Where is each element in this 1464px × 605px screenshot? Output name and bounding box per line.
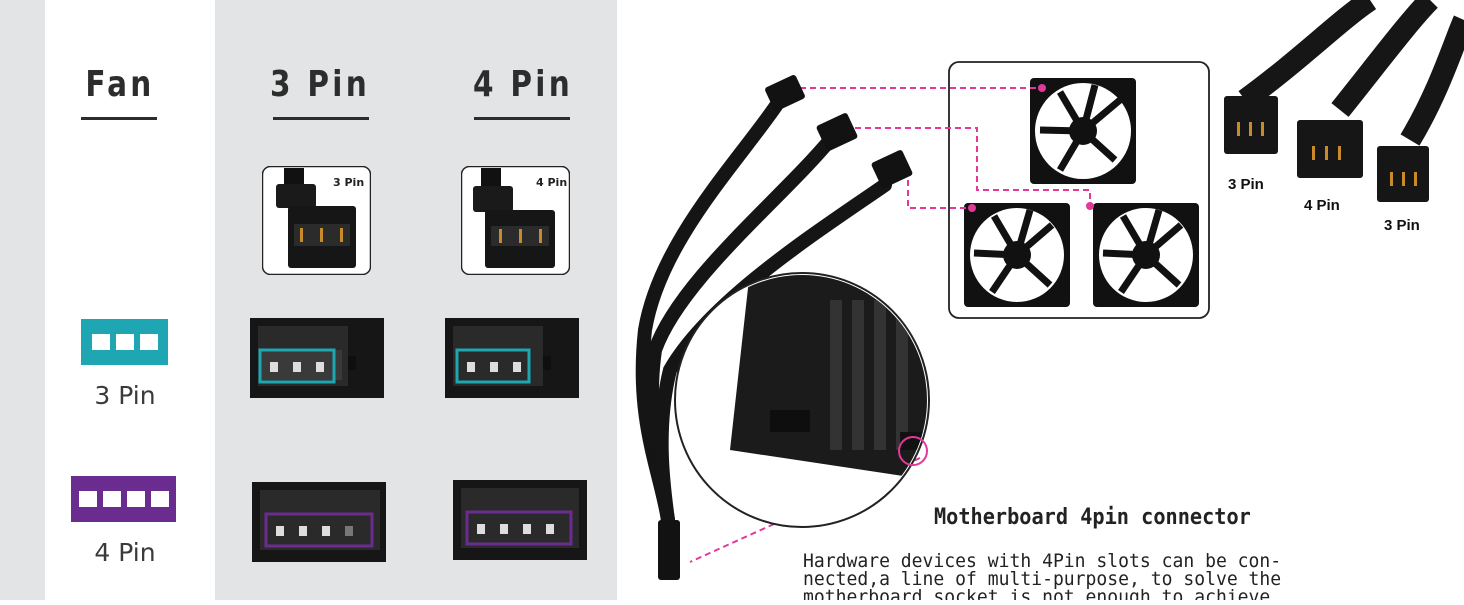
header3-with-4pin	[443, 316, 581, 407]
cable-label-right: 3 Pin	[1384, 217, 1420, 234]
header3-with-3pin	[248, 316, 386, 407]
fan-header: Fan	[85, 64, 155, 105]
left-strip	[0, 0, 45, 600]
header4-with-4pin	[451, 478, 589, 569]
motherboard-description: Hardware devices with 4Pin slots can be …	[803, 552, 1282, 600]
pin3-legend-label: 3 Pin	[94, 381, 156, 410]
cable-label-left: 3 Pin	[1228, 176, 1264, 193]
fan-icon	[964, 203, 1070, 307]
pin3-header-underline	[273, 117, 369, 120]
pin3-photo-tag: 3 Pin	[333, 176, 365, 189]
pin3-header: 3 Pin	[270, 64, 370, 105]
fan-header-underline	[81, 117, 157, 120]
motherboard-title: Motherboard 4pin connector	[934, 505, 1251, 530]
pin4-header-underline	[474, 117, 570, 120]
cable-label-middle: 4 Pin	[1304, 197, 1340, 214]
pin3-connector-photo	[261, 165, 372, 276]
fan-icon	[1093, 203, 1199, 307]
pin4-connector-photo	[460, 165, 571, 276]
header4-with-3pin	[250, 480, 388, 571]
fan-icon	[1030, 78, 1136, 184]
pin3-legend-chip	[81, 319, 168, 365]
pin4-photo-tag: 4 Pin	[536, 176, 568, 189]
pin4-legend-label: 4 Pin	[94, 538, 156, 567]
pin4-header: 4 Pin	[473, 64, 573, 105]
pin4-legend-chip	[71, 476, 176, 522]
splitter-illustration	[620, 0, 1464, 600]
